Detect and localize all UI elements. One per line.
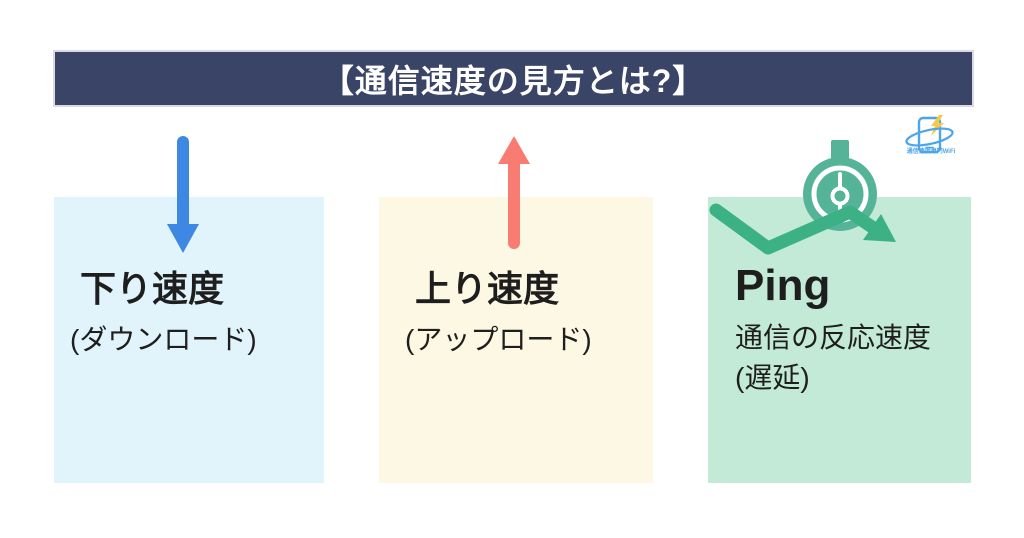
logo-text: 通信速度専門WiFi xyxy=(906,149,956,155)
ping-subtitle2: (遅延) xyxy=(735,362,810,393)
title-bar: 【通信速度の見方とは?】 xyxy=(53,50,974,107)
download-speed-heading: 下り速度 xyxy=(80,268,225,309)
down-arrow-icon xyxy=(165,135,201,257)
card-ping: Ping 通信の反応速度 (遅延) xyxy=(708,197,971,483)
card-download-speed: 下り速度 (ダウンロード) xyxy=(54,197,324,483)
upload-speed-heading: 上り速度 xyxy=(415,268,560,309)
zigzag-latency-arrow-icon xyxy=(700,196,910,260)
up-arrow-icon xyxy=(496,133,532,249)
ping-subtitle: 通信の反応速度 xyxy=(735,322,932,353)
ping-heading: Ping xyxy=(735,261,831,310)
download-speed-subtitle: (ダウンロード) xyxy=(70,324,257,355)
page-title: 【通信速度の見方とは?】 xyxy=(321,62,706,99)
smartphone-logo-icon xyxy=(903,114,959,160)
upload-speed-subtitle: (アップロード) xyxy=(405,324,592,355)
